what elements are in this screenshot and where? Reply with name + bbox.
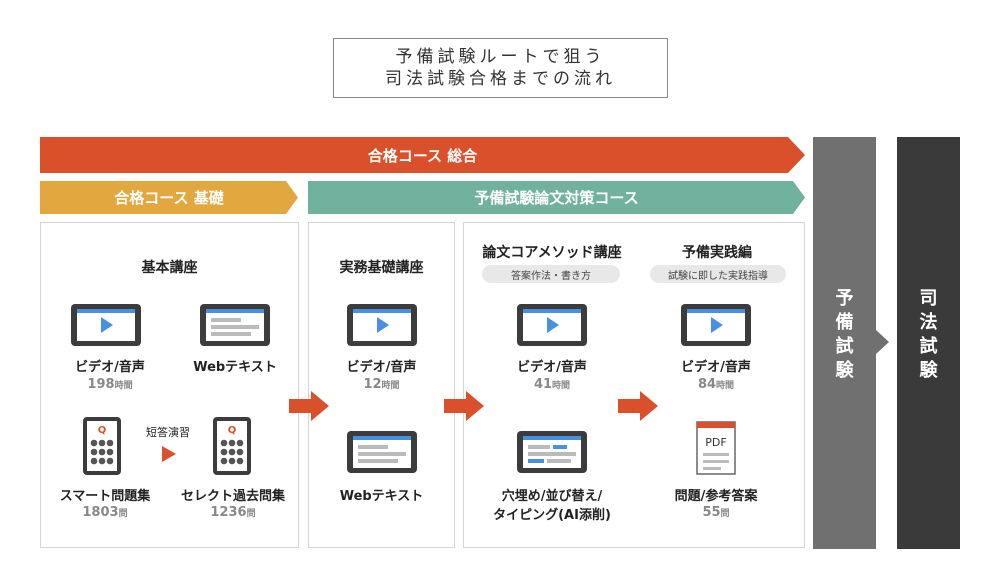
flow-arrow-icon — [444, 391, 484, 421]
smart-quiz-count: 1803問 — [82, 505, 128, 520]
practice-video-label: ビデオ/音声 — [681, 360, 751, 375]
practical-video-hours: 12時間 — [363, 377, 400, 392]
banner-essay-course: 予備試験論文対策コース — [308, 181, 805, 214]
banner-total-course: 合格コース 総合 — [40, 137, 805, 173]
title-line-2: 司法試験合格までの流れ — [385, 69, 616, 89]
svg-text:Q: Q — [98, 425, 107, 436]
flow-arrow-icon — [618, 391, 658, 421]
web-text-tablet-icon — [200, 304, 270, 346]
title-line-1: 予備試験ルートで狙う — [395, 47, 606, 67]
bar-exam-label: 司法試験 — [919, 288, 938, 381]
practice-pill: 試験に即した実践指導 — [650, 265, 786, 283]
select-past-exams-count: 1236問 — [210, 505, 256, 520]
pdf-document-icon: PDF — [696, 421, 736, 475]
video-tablet-icon — [71, 304, 141, 346]
fill-in-line-2: タイピング(AI添削) — [493, 508, 611, 523]
problems-answers-count: 55問 — [702, 505, 730, 520]
select-past-exams-label: セレクト過去問集 — [180, 489, 285, 504]
fill-in-tablet-icon — [517, 431, 587, 473]
practical-video-label: ビデオ/音声 — [346, 360, 417, 375]
practice-heading: 予備実践編 — [682, 245, 752, 261]
svg-text:PDF: PDF — [705, 436, 726, 449]
basic-video-label: ビデオ/音声 — [75, 360, 145, 375]
drill-arrow-icon — [162, 446, 176, 462]
diagram-title: 予備試験ルートで狙う 司法試験合格までの流れ — [333, 38, 668, 98]
svg-text:Q: Q — [228, 425, 237, 436]
problems-answers-label: 問題/参考答案 — [674, 489, 758, 504]
prelim-exam-column: 予備試験 — [813, 137, 876, 549]
basic-lectures-heading: 基本講座 — [141, 260, 198, 276]
smartphone-quiz-icon: Q — [83, 417, 121, 475]
core-video-label: ビデオ/音声 — [517, 360, 587, 375]
basic-video-hours: 198時間 — [87, 377, 133, 392]
fill-in-line-1: 穴埋め/並び替え/ — [501, 489, 603, 504]
smartphone-select-icon: Q — [213, 417, 251, 475]
practice-video-hours: 84時間 — [697, 377, 735, 392]
panel-basic-lectures — [40, 222, 299, 548]
core-method-heading: 論文コアメソッド講座 — [482, 245, 622, 261]
practical-lectures-heading: 実務基礎講座 — [339, 260, 424, 276]
video-tablet-icon — [517, 304, 587, 346]
core-video-hours: 41時間 — [533, 377, 571, 392]
banner-basic-course: 合格コース 基礎 — [40, 181, 298, 214]
video-tablet-icon — [681, 304, 751, 346]
core-method-pill: 答案作法・書き方 — [482, 265, 620, 283]
smart-quiz-label: スマート問題集 — [59, 489, 151, 504]
bar-exam-column: 司法試験 — [897, 137, 960, 549]
flow-arrow-icon — [289, 391, 329, 421]
video-tablet-icon — [347, 304, 417, 346]
practical-web-text-label: Webテキスト — [339, 489, 424, 504]
column-arrow-icon — [876, 330, 889, 354]
web-text-tablet-icon — [347, 431, 417, 473]
prelim-exam-label: 予備試験 — [835, 288, 854, 381]
short-answer-drill-label: 短答演習 — [146, 426, 190, 439]
panel-practical-lectures — [308, 222, 455, 548]
basic-web-text-label: Webテキスト — [193, 360, 277, 375]
